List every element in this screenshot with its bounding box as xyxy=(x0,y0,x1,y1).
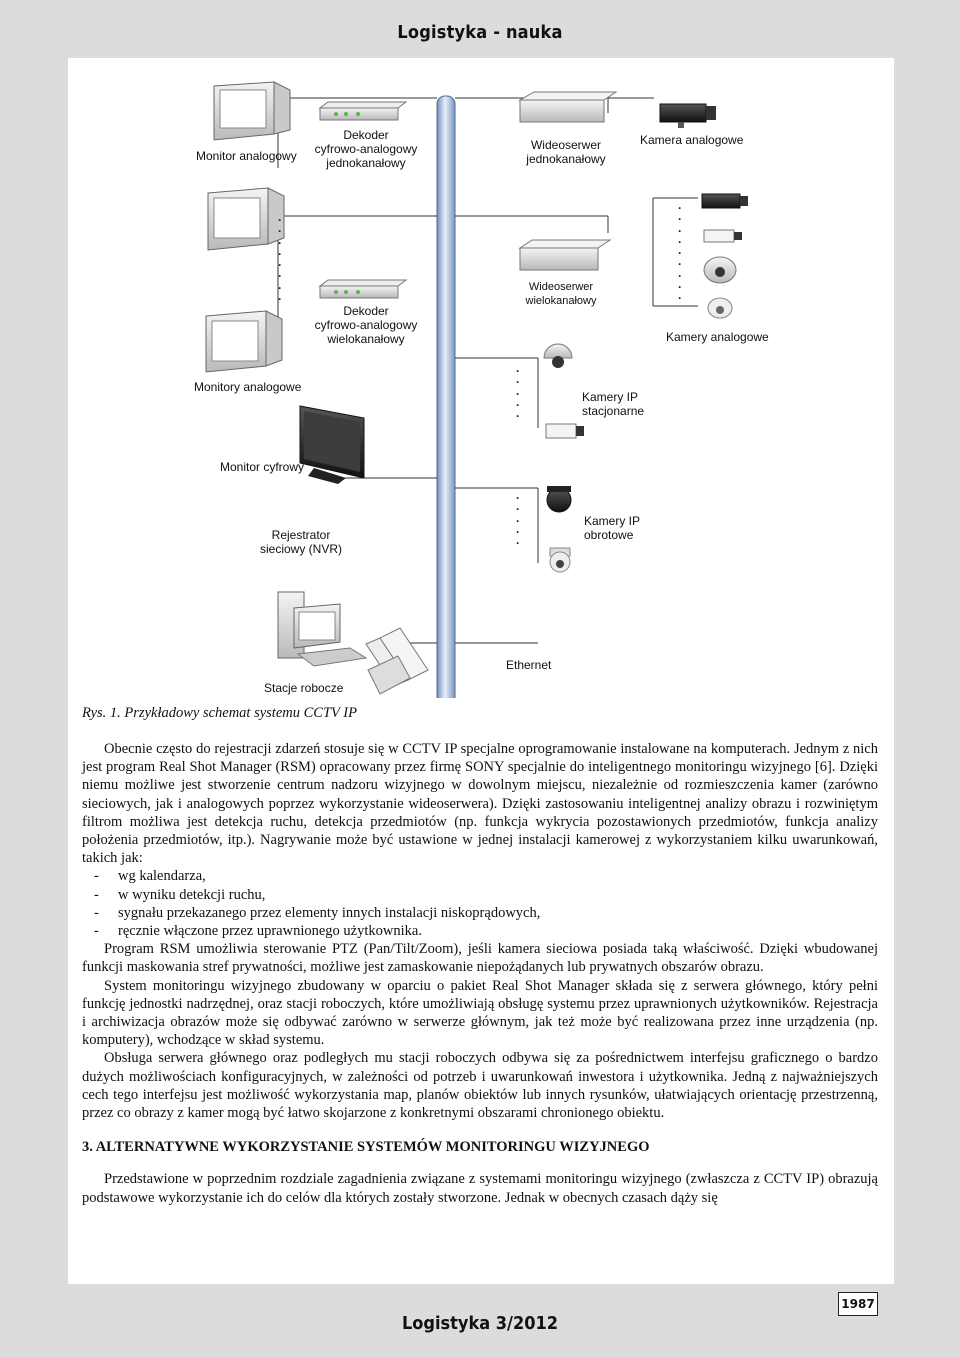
label-analog-monitors: Monitory analogowe xyxy=(194,380,302,394)
page-number: 1987 xyxy=(838,1292,878,1316)
list-item: -w wyniku detekcji ruchu, xyxy=(94,886,266,903)
list-item: -wg kalendarza, xyxy=(94,868,206,885)
label-digital-monitor: Monitor cyfrowy xyxy=(220,460,305,474)
analog-monitor-icon xyxy=(213,81,291,141)
decoder-multi-icon xyxy=(318,279,408,299)
analog-cameras-ellipsis: . . . . . . . . . xyxy=(678,198,682,303)
ip-ptz-ellipsis: . . . . . xyxy=(516,488,520,548)
conditions-list: -wg kalendarza, -w wyniku detekcji ruchu… xyxy=(82,867,878,940)
ptz-camera-icon xyxy=(549,547,571,573)
ptz-camera-icon xyxy=(546,486,572,513)
label-analog-monitor: Monitor analogowy xyxy=(196,149,297,163)
decoder-single-icon xyxy=(318,101,408,121)
paragraph: System monitoringu wizyjnego zbudowany w… xyxy=(82,977,878,1049)
page-content: Monitor analogowy Dekoder cyfrowo-analog… xyxy=(68,58,894,1284)
list-item: -sygnału przekazanego przez elementy inn… xyxy=(94,904,541,921)
label-ethernet: Ethernet xyxy=(506,658,552,672)
label-ip-static: Kamery IP stacjonarne xyxy=(582,390,645,418)
analog-camera-icon xyxy=(701,193,748,209)
ethernet-backbone xyxy=(436,95,456,698)
label-videoserver-multi: Wideoserwer wielokanałowy xyxy=(525,281,597,307)
paragraph: Przedstawione w poprzednim rozdziale zag… xyxy=(82,1171,878,1206)
dome-camera-icon xyxy=(707,297,733,319)
ip-box-camera-icon xyxy=(545,423,584,439)
ip-dome-camera-icon xyxy=(543,343,573,368)
journal-footer: Logistyka 3/2012 xyxy=(401,1313,559,1334)
digital-monitor-icon xyxy=(299,405,365,484)
videoserver-single-icon xyxy=(518,91,618,123)
label-decoder-multi: Dekoder cyfrowo-analogowy wielokanałowy xyxy=(314,304,418,346)
running-header: Logistyka - nauka xyxy=(397,22,563,43)
paragraph: Obecnie często do rejestracji zdarzeń st… xyxy=(82,741,878,867)
list-item: -ręcznie włączone przez uprawnionego uży… xyxy=(94,923,422,940)
label-nvr: Rejestrator sieciowy (NVR) xyxy=(259,528,342,556)
label-videoserver-single: Wideoserwer jednokanałowy xyxy=(526,138,606,166)
workstation-laptop-icon xyxy=(365,627,429,695)
cctv-diagram xyxy=(205,81,748,698)
analog-monitor-icon xyxy=(207,187,285,251)
analog-camera-icon xyxy=(659,103,716,128)
videoserver-multi-icon xyxy=(518,239,612,271)
article-body: Obecnie często do rejestracji zdarzeń st… xyxy=(82,740,878,1207)
label-decoder-single: Dekoder cyfrowo-analogowy jednokanałowy xyxy=(314,128,418,170)
analog-monitor-icon xyxy=(205,310,283,373)
analog-monitors-ellipsis: . . . . . . . . xyxy=(278,210,282,304)
dome-camera-icon xyxy=(703,256,737,284)
label-analog-camera: Kamera analogowe xyxy=(640,133,744,147)
analog-camera-icon xyxy=(703,229,742,243)
paragraph: Obsługa serwera głównego oraz podległych… xyxy=(82,1050,878,1122)
section-heading: 3. ALTERNATYWNE WYKORZYSTANIE SYSTEMÓW M… xyxy=(82,1139,650,1156)
workstation-desktop-icon xyxy=(277,591,368,667)
label-workstations: Stacje robocze xyxy=(264,681,344,695)
figure-caption: Rys. 1. Przykładowy schemat systemu CCTV… xyxy=(82,705,357,721)
label-ip-ptz: Kamery IP obrotowe xyxy=(584,514,641,542)
label-analog-cameras: Kamery analogowe xyxy=(666,330,769,344)
paragraph: Program RSM umożliwia sterowanie PTZ (Pa… xyxy=(82,941,878,976)
ip-static-ellipsis: . . . . . xyxy=(516,361,520,421)
